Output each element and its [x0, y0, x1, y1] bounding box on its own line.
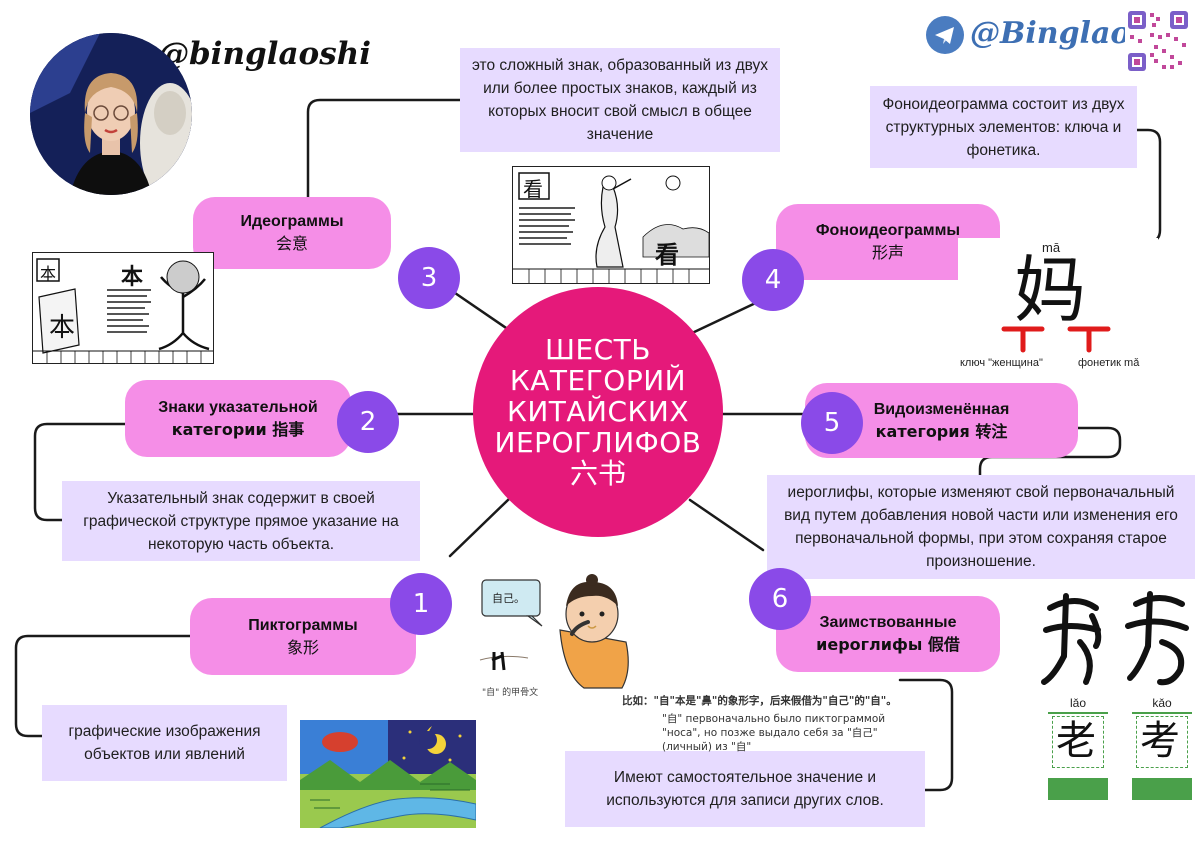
number-badge-2: 2: [337, 391, 399, 453]
indicative-seal-character: 本: [121, 264, 144, 290]
pinyin-card: kǎo 考: [1132, 696, 1192, 826]
category-indicative[interactable]: Знаки указательной категории 指事: [125, 380, 351, 457]
ideogram-character: 看: [523, 177, 543, 201]
category-subtitle: категории 指事: [171, 419, 305, 439]
qr-code[interactable]: [1125, 8, 1191, 74]
indicative-book-character: 本: [49, 313, 76, 343]
category-borrowed[interactable]: Заимствованные иероглифы 假借: [776, 596, 1000, 672]
telegram-icon[interactable]: [926, 16, 964, 54]
card-pinyin: lǎo: [1069, 696, 1086, 710]
category-title: Пиктограммы: [248, 616, 358, 634]
borrowed-example-cn: 比如："自"本是"鼻"的象形字，后来假借为"自己"的"自"。: [622, 695, 897, 707]
number-badge-5: 5: [801, 392, 863, 454]
bone-script-caption: "自" 的甲骨文: [482, 688, 539, 698]
description-indicative: Указательный знак содержит в своей графи…: [62, 481, 420, 561]
category-subtitle: иероглифы 假借: [816, 635, 960, 654]
category-pictograms[interactable]: Пиктограммы 象形: [190, 598, 416, 675]
category-subtitle: 象形: [286, 637, 319, 657]
phono-pinyin: mā: [1042, 240, 1061, 255]
speech-bubble-text: 自己。: [492, 592, 525, 605]
category-subtitle: категория 转注: [875, 421, 1008, 441]
number-badge-6: 6: [749, 568, 811, 630]
center-title-circle: ШЕСТЬ КАТЕГОРИЙ КИТАЙСКИХ ИЕРОГЛИФОВ 六书: [473, 287, 723, 537]
description-borrowed: Имеют самостоятельное значение и использ…: [565, 751, 925, 827]
ideogram-illustration: 看 看: [512, 166, 710, 284]
description-phono-ideograms: Фоноидеограмма состоит из двух структурн…: [870, 86, 1137, 168]
description-pictograms: графические изображения объектов или явл…: [42, 705, 287, 781]
borrowed-example-ru: "自" первоначально было пиктограммой "нос…: [662, 713, 886, 753]
category-title: Знаки указательной: [158, 398, 318, 416]
modified-cards: lǎo 老 kǎo 考: [1040, 696, 1196, 832]
number-badge-1: 1: [390, 573, 452, 635]
description-modified: иероглифы, которые изменяют свой первона…: [767, 475, 1195, 579]
card-character: 考: [1140, 718, 1180, 764]
center-title: ШЕСТЬ КАТЕГОРИЙ КИТАЙСКИХ ИЕРОГЛИФОВ: [494, 333, 702, 459]
pictogram-illustration: [300, 720, 476, 828]
pinyin-card: lǎo 老: [1048, 696, 1108, 826]
category-title: Заимствованные: [819, 614, 957, 631]
modified-calligraphy: [1036, 586, 1194, 696]
phono-example: mā 妈 ключ "женщина" фонетик mǎ: [958, 238, 1158, 372]
indicative-illustration: 本 本 本: [32, 252, 214, 364]
card-character: 老: [1056, 718, 1096, 764]
number-badge-3: 3: [398, 247, 460, 309]
number-badge-4: 4: [742, 249, 804, 311]
author-handle: @binglaoshi: [158, 36, 371, 72]
card-pinyin: kǎo: [1152, 696, 1172, 710]
category-ideograms[interactable]: Идеограммы 会意: [193, 197, 391, 269]
avatar: [30, 33, 192, 195]
center-subtitle: 六书: [569, 457, 626, 490]
description-ideograms: это сложный знак, образованный из двух и…: [460, 48, 780, 152]
borrowed-illustration: 自己。 "自" 的甲骨文: [472, 570, 640, 700]
category-title: Фоноидеограммы: [815, 222, 961, 239]
phono-character: 妈: [1014, 248, 1087, 332]
radical-label: ключ "женщина": [960, 357, 1043, 369]
category-subtitle: 形声: [871, 243, 904, 262]
ideogram-seal-character: 看: [655, 240, 679, 269]
indicative-character: 本: [40, 264, 57, 283]
category-subtitle: 会意: [275, 234, 308, 253]
phonetic-label: фонетик mǎ: [1078, 357, 1140, 369]
category-title: Идеограммы: [240, 213, 344, 230]
category-title: Видоизменённая: [873, 400, 1010, 418]
